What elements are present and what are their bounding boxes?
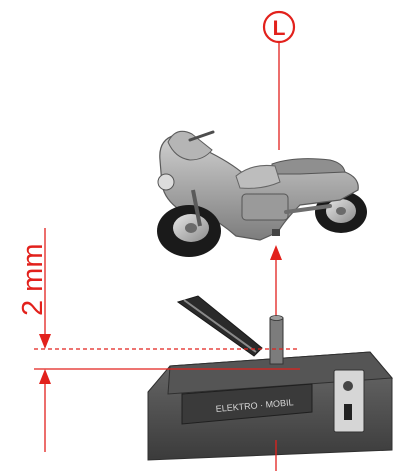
fairing — [167, 130, 213, 161]
stand-base: ELEKTRO · MOBIL — [147, 295, 394, 461]
callout-letter: L — [273, 17, 286, 40]
switch-module — [333, 369, 365, 433]
contact-pin — [272, 229, 280, 236]
callout-l: L — [262, 10, 296, 150]
dimension-annotation: 2 mm — [17, 228, 300, 452]
base-top — [167, 351, 394, 395]
handlebar — [188, 130, 215, 142]
motorcycle-seat — [271, 158, 346, 175]
switch-knob — [343, 381, 353, 391]
headlight — [157, 173, 175, 191]
dimension-label: 2 mm — [17, 244, 49, 317]
fuel-tank — [235, 165, 281, 189]
stand-post — [269, 317, 284, 365]
brand-plate — [181, 383, 313, 425]
motorcycle-figure — [157, 130, 367, 257]
front-fork — [191, 189, 202, 227]
engine-block — [241, 193, 289, 221]
exhaust — [284, 204, 332, 214]
